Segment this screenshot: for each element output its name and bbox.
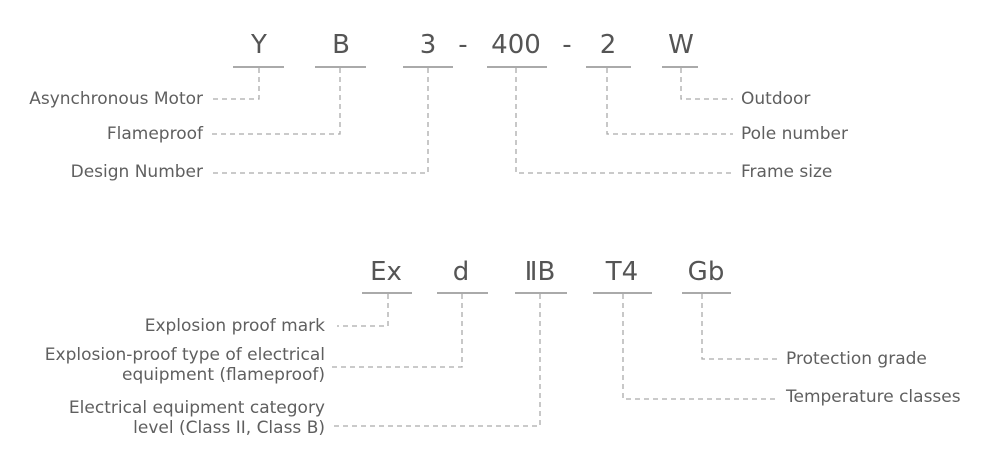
code-iib: ⅡB	[524, 257, 556, 287]
label-explosion-proof-mark: Explosion proof mark	[144, 316, 325, 336]
label-flameproof: Flameproof	[106, 124, 203, 144]
label-design-number: Design Number	[70, 162, 203, 182]
underlines	[233, 66, 731, 294]
code-gb: Gb	[687, 257, 725, 287]
code-dash: -	[562, 30, 572, 60]
label-asynchronous-motor: Asynchronous Motor	[29, 89, 203, 109]
code-w: W	[668, 30, 694, 60]
code-frame: 400	[491, 30, 541, 60]
code-pole: 2	[599, 30, 617, 60]
label-explosion-proof-type: Explosion-proof type of electrical equip…	[45, 345, 325, 385]
label-temperature-classes: Temperature classes	[786, 387, 961, 407]
label-equipment-category: Electrical equipment category level (Cla…	[69, 398, 325, 438]
code-dash: -	[458, 30, 468, 60]
code-t4: T4	[605, 257, 639, 287]
label-protection-grade: Protection grade	[786, 349, 927, 369]
code-b: B	[332, 30, 350, 60]
label-line: Explosion-proof type of electrical	[44, 345, 325, 365]
label-frame-size: Frame size	[741, 162, 833, 182]
label-line: Electrical equipment category	[68, 398, 325, 418]
label-line: level (Class II, Class B)	[133, 418, 325, 438]
code-y: Y	[251, 30, 267, 60]
code-ex: Ex	[370, 257, 402, 287]
label-line: equipment (flameproof)	[121, 365, 325, 385]
label-outdoor: Outdoor	[741, 89, 811, 109]
code-design: 3	[419, 30, 437, 60]
dashed-leaders	[209, 68, 778, 427]
label-pole-number: Pole number	[741, 124, 848, 144]
code-d: d	[452, 257, 470, 287]
